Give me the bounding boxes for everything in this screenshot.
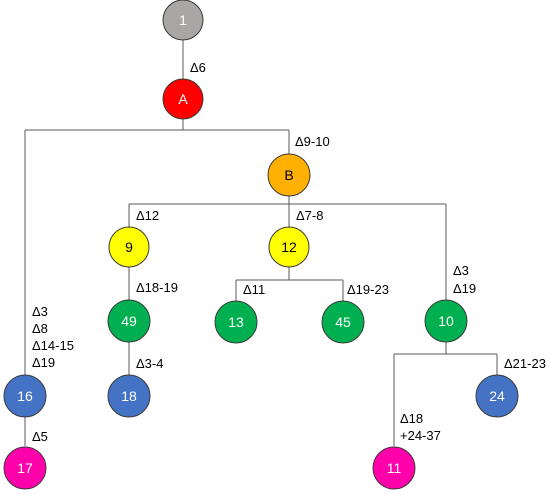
svg-text:18: 18 [121,388,137,404]
svg-text:11: 11 [387,460,402,476]
svg-text:A: A [178,91,188,107]
node-24: 24 [475,374,519,418]
mutation-label-B-10: Δ3 Δ19 [453,263,476,296]
node-49: 49 [107,299,151,343]
tree-nodes: 1 A B 9 12 49 13 45 10 16 18 24 17 11 [3,0,519,490]
tree-edges [24,40,498,446]
mutation-label-10-24: Δ21-23 [504,356,546,371]
node-18: 18 [107,374,151,418]
edge-B-branch [129,196,446,205]
node-9: 9 [108,226,150,268]
svg-text:9: 9 [125,239,133,255]
mutation-label-A-B: Δ9-10 [295,134,330,149]
node-17: 17 [3,446,47,490]
mutation-label-49-18: Δ3-4 [136,356,163,371]
mutation-label-B-9: Δ12 [136,208,159,223]
svg-text:17: 17 [17,460,33,476]
mutation-label-12-45: Δ19-23 [347,282,389,297]
mutation-label-12-13: Δ11 [243,282,265,297]
node-16: 16 [3,374,47,418]
node-1: 1 [162,0,204,41]
svg-text:1: 1 [179,12,187,28]
svg-text:13: 13 [228,314,244,330]
mutation-labels: Δ6 Δ9-10 Δ3 Δ8 Δ14-15 Δ19 Δ12 Δ7-8 Δ3 Δ1… [32,60,546,444]
node-A: A [162,78,204,120]
svg-text:12: 12 [281,239,297,255]
mutation-label-1-A: Δ6 [190,60,206,75]
node-B: B [267,153,311,197]
mutation-label-A-16: Δ3 Δ8 Δ14-15 Δ19 [32,304,78,370]
edge-A-branch [25,118,289,131]
node-10: 10 [424,299,468,343]
mutation-label-B-12: Δ7-8 [296,208,323,223]
svg-text:B: B [284,167,293,183]
svg-text:24: 24 [489,388,505,404]
edge-10-branch [393,342,498,446]
svg-text:16: 16 [17,388,33,404]
svg-text:10: 10 [438,313,454,329]
node-13: 13 [214,300,258,344]
mutation-label-10-11: Δ18 +24-37 [400,411,441,443]
svg-text:49: 49 [121,313,137,329]
mutation-label-9-49: Δ18-19 [136,280,178,295]
mutation-label-16-17: Δ5 [32,429,48,444]
node-12: 12 [268,226,310,268]
node-11: 11 [372,446,416,490]
edge-12-branch [235,267,344,302]
svg-text:45: 45 [335,314,351,330]
node-45: 45 [321,300,365,344]
